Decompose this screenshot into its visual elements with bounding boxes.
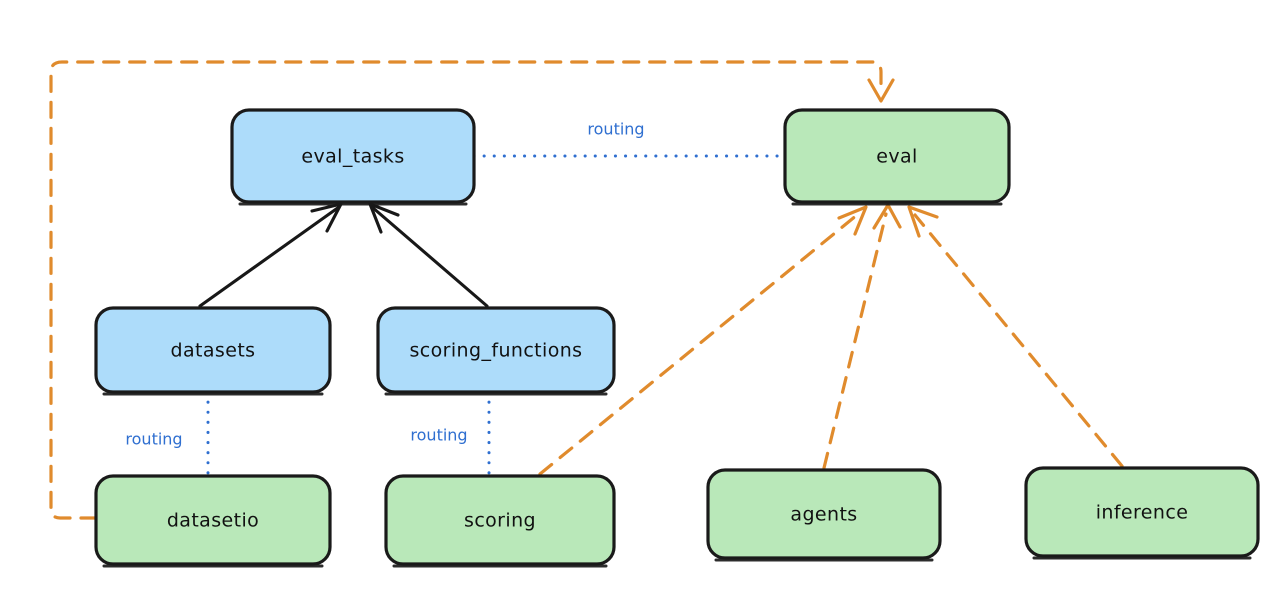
node-datasets-label: datasets: [171, 340, 256, 362]
edge-datasets-to-eval-tasks: [198, 202, 343, 308]
edge-path-datasets-eval-tasks: [198, 205, 341, 308]
arrowhead-scoring-eval: [837, 205, 868, 236]
arrowhead-datasetio-eval: [867, 78, 895, 103]
node-eval-tasks-shape: [230, 108, 476, 204]
node-agents[interactable]: agents: [706, 468, 942, 562]
edge-datasetio-to-eval: [49, 60, 895, 520]
node-datasetio-shape: [94, 474, 332, 566]
edge-agents-to-eval: [822, 203, 902, 470]
node-eval-tasks-label: eval_tasks: [301, 146, 404, 168]
node-eval-tasks[interactable]: eval_tasks: [230, 108, 476, 206]
node-inference[interactable]: inference: [1024, 466, 1260, 560]
node-eval[interactable]: eval: [783, 108, 1011, 206]
edge-path-datasetio-eval: [49, 60, 883, 520]
node-inference-label: inference: [1096, 502, 1189, 524]
node-inference-shape: [1024, 466, 1260, 558]
edge-path-agents-eval: [822, 212, 888, 470]
edge-inference-to-eval: [907, 205, 1124, 468]
node-datasetio[interactable]: datasetio: [94, 474, 332, 568]
node-scoring-functions-label: scoring_functions: [410, 340, 583, 362]
node-datasets-shape: [94, 306, 332, 394]
edge-label-routing-datasets-datasetio: routing: [125, 430, 182, 449]
node-agents-shape: [706, 468, 942, 560]
edge-path-scoring-eval: [538, 213, 859, 476]
node-scoring-label: scoring: [464, 510, 536, 532]
node-agents-label: agents: [790, 504, 857, 526]
edge-path-inference-eval: [913, 213, 1124, 468]
node-scoring-functions-shape: [376, 306, 616, 394]
edge-scoring-to-eval: [538, 205, 868, 476]
arrowhead-agents-eval: [872, 203, 902, 230]
node-datasets[interactable]: datasets: [94, 306, 332, 396]
edge-label-routing-scoring-functions-scoring: routing: [410, 426, 467, 445]
node-eval-shape: [783, 108, 1011, 204]
arrowhead-inference-eval: [907, 205, 939, 238]
node-scoring[interactable]: scoring: [384, 474, 616, 568]
node-eval-label: eval: [876, 146, 917, 168]
edge-scoring-functions-to-eval-tasks: [368, 202, 489, 308]
node-scoring-shape: [384, 474, 616, 566]
node-datasetio-label: datasetio: [167, 510, 259, 532]
edge-path-scoring-functions-eval-tasks: [370, 205, 489, 308]
node-scoring-functions[interactable]: scoring_functions: [376, 306, 616, 396]
edge-label-routing-eval-tasks-eval: routing: [587, 120, 644, 139]
